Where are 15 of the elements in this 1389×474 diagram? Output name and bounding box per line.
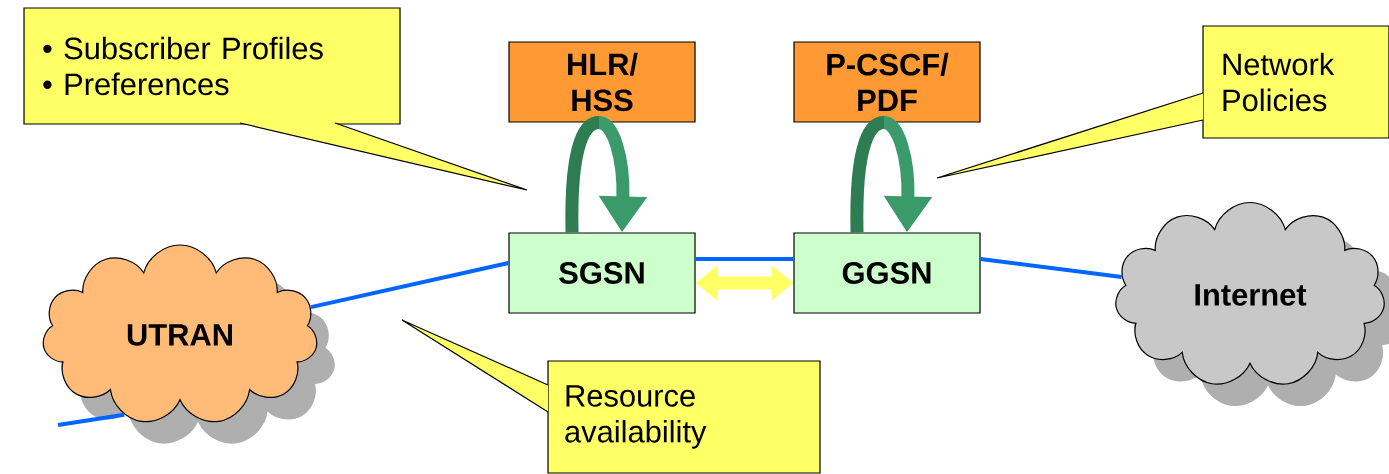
network-cloud: UTRAN: [42, 244, 335, 444]
callout-box: • Subscriber Profiles • Preferences: [23, 7, 528, 191]
network-element-box: HLR/ HSS: [508, 41, 696, 123]
network-element-box: P-CSCF/ PDF: [793, 41, 981, 123]
connector-line: [57, 412, 125, 427]
connector-line: [980, 257, 1122, 279]
connector-line: [310, 261, 509, 310]
connector-line: [565, 116, 600, 233]
network-element-box: SGSN: [508, 232, 696, 314]
connector-line: [695, 257, 794, 261]
node-label: Network Policies: [1223, 52, 1335, 112]
connector-line: [850, 116, 885, 233]
network-cloud: Internet: [1115, 201, 1389, 407]
callout-box: Resource availability: [401, 319, 821, 474]
network-element-box: GGSN: [793, 232, 981, 314]
